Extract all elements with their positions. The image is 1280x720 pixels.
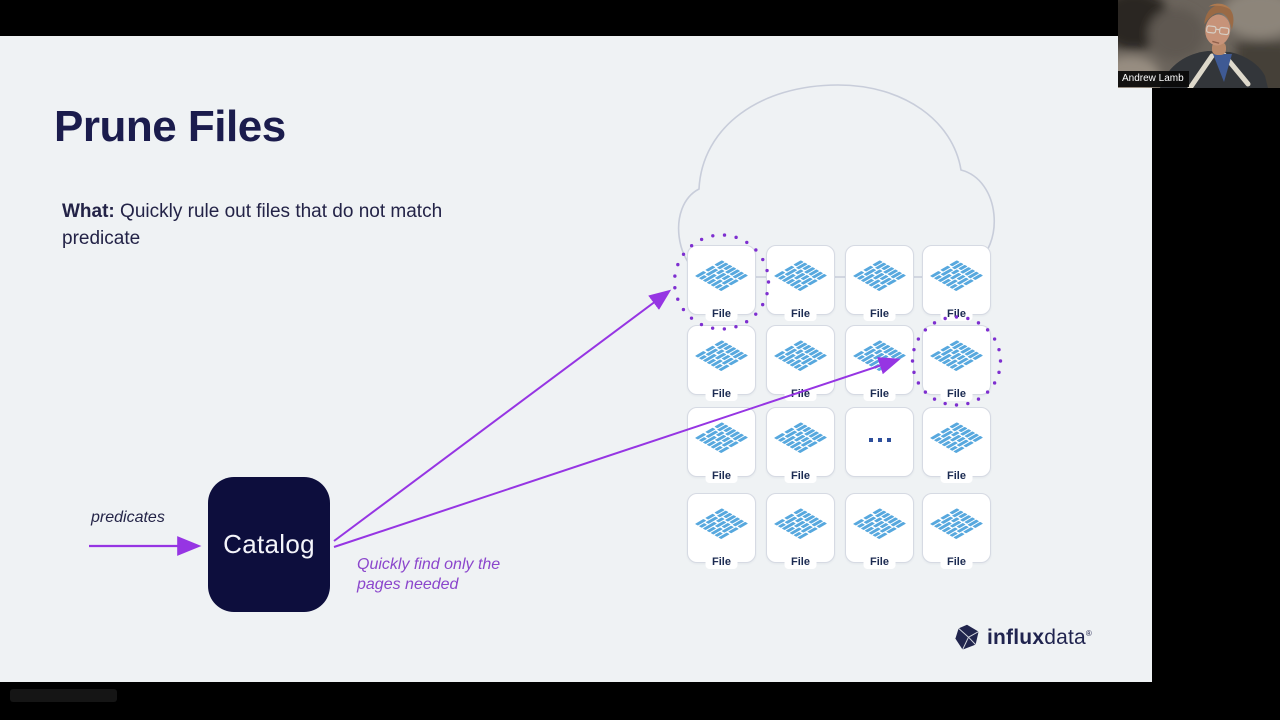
influxdata-logo: influxdata®	[954, 624, 1092, 651]
file-card-label: File	[940, 387, 973, 401]
file-card-label: File	[705, 555, 738, 569]
file-card-label: File	[863, 307, 896, 321]
file-card: File	[687, 325, 756, 401]
parquet-file-icon	[694, 508, 748, 539]
file-card-label: File	[940, 469, 973, 483]
catalog-label: Catalog	[223, 529, 315, 559]
letterbox-bottom-bar	[0, 682, 1280, 720]
logo-text-light: data	[1044, 625, 1086, 649]
letterbox-top-bar	[0, 0, 1280, 36]
parquet-file-icon	[773, 422, 827, 453]
file-card-label: File	[705, 387, 738, 401]
file-card-label: File	[705, 307, 738, 321]
speaker-name-label: Andrew Lamb	[1118, 71, 1189, 87]
file-card-label: File	[784, 307, 817, 321]
file-card: File	[922, 493, 991, 569]
file-card: File	[766, 245, 835, 321]
parquet-file-icon	[773, 340, 827, 371]
file-card: File	[687, 493, 756, 569]
logo-registered-mark: ®	[1085, 628, 1092, 638]
player-artifact	[10, 689, 117, 702]
file-card: File	[845, 493, 914, 569]
parquet-file-icon	[773, 260, 827, 291]
file-card-label: File	[784, 469, 817, 483]
file-card: File	[922, 407, 991, 483]
parquet-file-icon	[929, 422, 983, 453]
file-card: File	[922, 245, 991, 321]
parquet-file-icon	[694, 260, 748, 291]
catalog-box: Catalog	[208, 477, 330, 612]
parquet-file-icon	[773, 508, 827, 539]
file-card: File	[766, 407, 835, 483]
note-line-1: Quickly find only the	[357, 556, 501, 573]
parquet-file-icon	[852, 260, 906, 291]
parquet-file-icon	[694, 422, 748, 453]
file-card: File	[687, 245, 756, 321]
file-card: File	[922, 325, 991, 401]
parquet-file-icon	[694, 340, 748, 371]
file-card-label: File	[784, 555, 817, 569]
parquet-file-icon	[929, 508, 983, 539]
webcam-overlay: Andrew Lamb	[1118, 0, 1280, 88]
parquet-file-icon	[852, 340, 906, 371]
parquet-file-icon	[929, 340, 983, 371]
what-text: What: Quickly rule out files that do not…	[62, 198, 457, 252]
file-card: File	[766, 325, 835, 401]
file-card-label: File	[863, 387, 896, 401]
logo-text-bold: influx	[987, 625, 1045, 649]
file-card: File	[845, 325, 914, 401]
file-card-label: File	[784, 387, 817, 401]
file-card: File	[766, 493, 835, 569]
file-card-label: File	[705, 469, 738, 483]
page-title: Prune Files	[54, 102, 286, 151]
file-card-label: File	[940, 307, 973, 321]
file-card-label: File	[940, 555, 973, 569]
influxdata-logo-icon	[955, 624, 979, 650]
what-label: What:	[62, 201, 115, 222]
file-card: File	[687, 407, 756, 483]
what-body: Quickly rule out files that do not match…	[62, 201, 443, 249]
note-line-2: pages needed	[357, 575, 459, 593]
file-card-label: File	[863, 555, 896, 569]
file-card: File	[845, 245, 914, 321]
ellipsis-icon	[846, 438, 913, 442]
speaker-avatar	[1118, 0, 1280, 88]
ellipsis-card	[845, 407, 914, 477]
note-text: Quickly find only the pages needed	[357, 555, 500, 594]
predicates-label: predicates	[91, 509, 165, 526]
parquet-file-icon	[929, 260, 983, 291]
parquet-file-icon	[852, 508, 906, 539]
